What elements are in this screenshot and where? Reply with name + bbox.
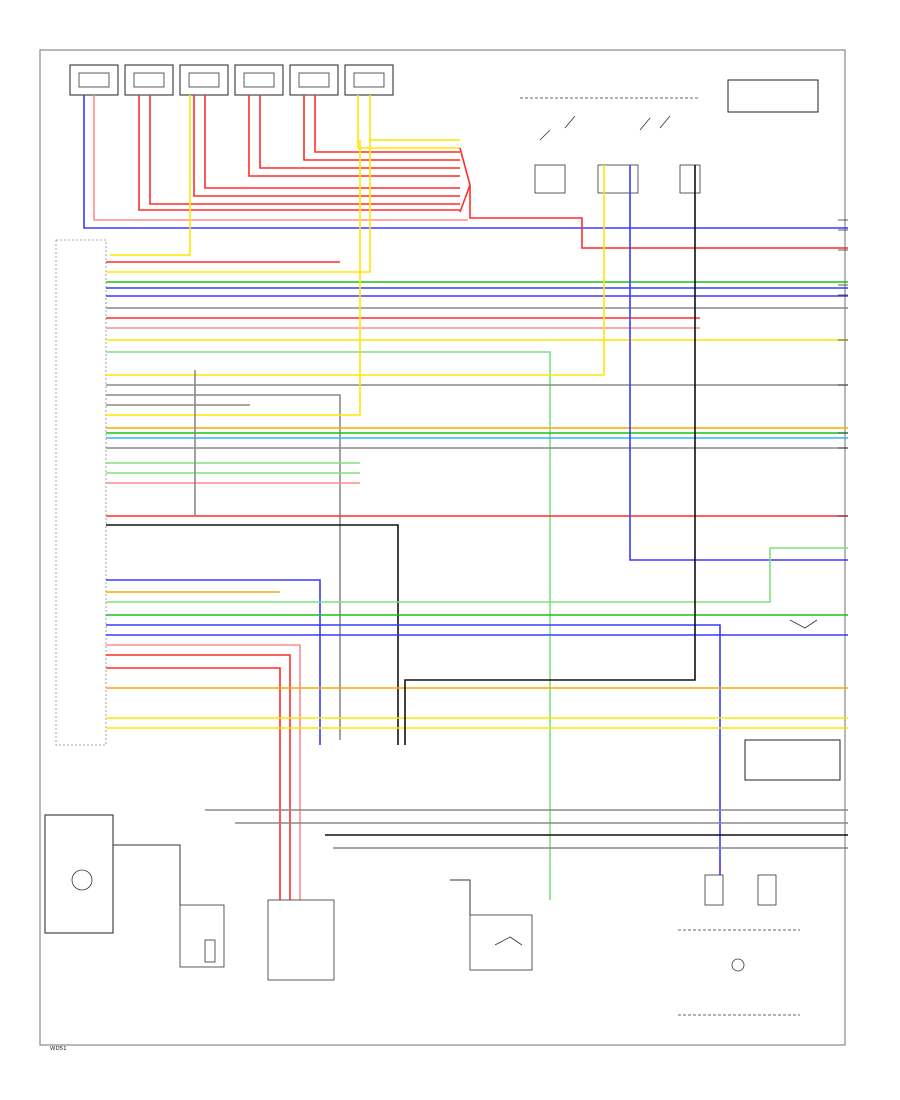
lower-right-components xyxy=(205,619,848,1016)
top-splice xyxy=(459,147,848,249)
bottom-left-code: WD51 xyxy=(50,1046,67,1052)
sensor-3 xyxy=(179,64,229,96)
pcm-wires xyxy=(106,140,848,905)
vehicle-speed-sensor xyxy=(469,914,533,971)
sensor-group xyxy=(69,64,394,96)
transmission-control-solenoid xyxy=(267,899,335,981)
relay-group xyxy=(520,79,819,194)
diagram-frame xyxy=(39,49,846,1046)
right-connectors xyxy=(838,219,848,517)
sensor-4 xyxy=(234,64,284,96)
sensor-2 xyxy=(124,64,174,96)
transmission-range-switch xyxy=(44,814,114,934)
pressure-switch xyxy=(179,904,225,968)
sensor-1 xyxy=(69,64,119,96)
pcm-box xyxy=(55,239,107,746)
sensor-drop-wires xyxy=(83,95,848,256)
bottom-components xyxy=(44,814,533,981)
sensor-6 xyxy=(344,64,394,96)
sensor-5 xyxy=(289,64,339,96)
